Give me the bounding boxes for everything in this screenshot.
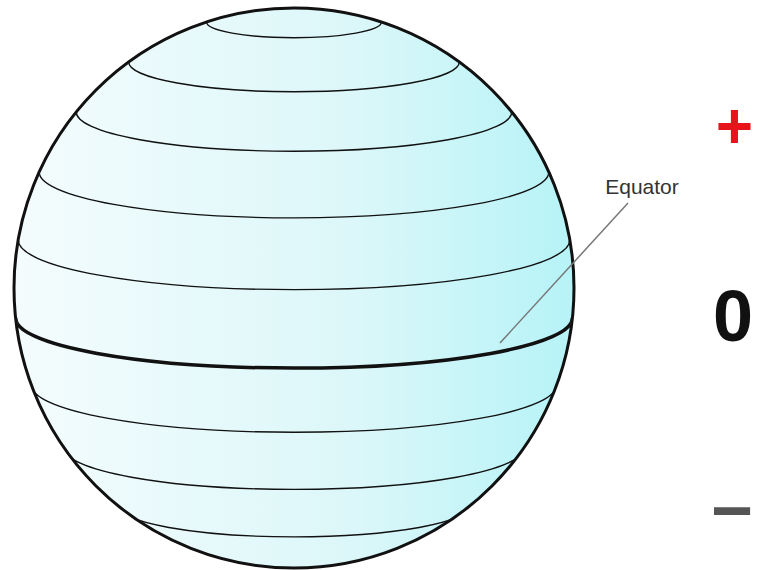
latitude-lines [16, 22, 573, 537]
latitude-line [207, 22, 382, 38]
sphere-body [14, 8, 574, 568]
sphere-outline [14, 8, 574, 568]
zero-label: 0 [713, 280, 753, 352]
latitude-line [31, 385, 556, 432]
minus-sign: − [711, 474, 753, 546]
latitude-line [76, 112, 512, 151]
leader-line [500, 203, 628, 343]
latitude-line [39, 172, 549, 218]
plus-sign: + [716, 94, 753, 158]
equator-label: Equator [605, 176, 679, 197]
equator-line [16, 318, 573, 368]
latitude-line [64, 448, 524, 489]
latitude-line [129, 62, 460, 92]
latitude-line [117, 505, 471, 537]
latitude-line [18, 240, 570, 290]
